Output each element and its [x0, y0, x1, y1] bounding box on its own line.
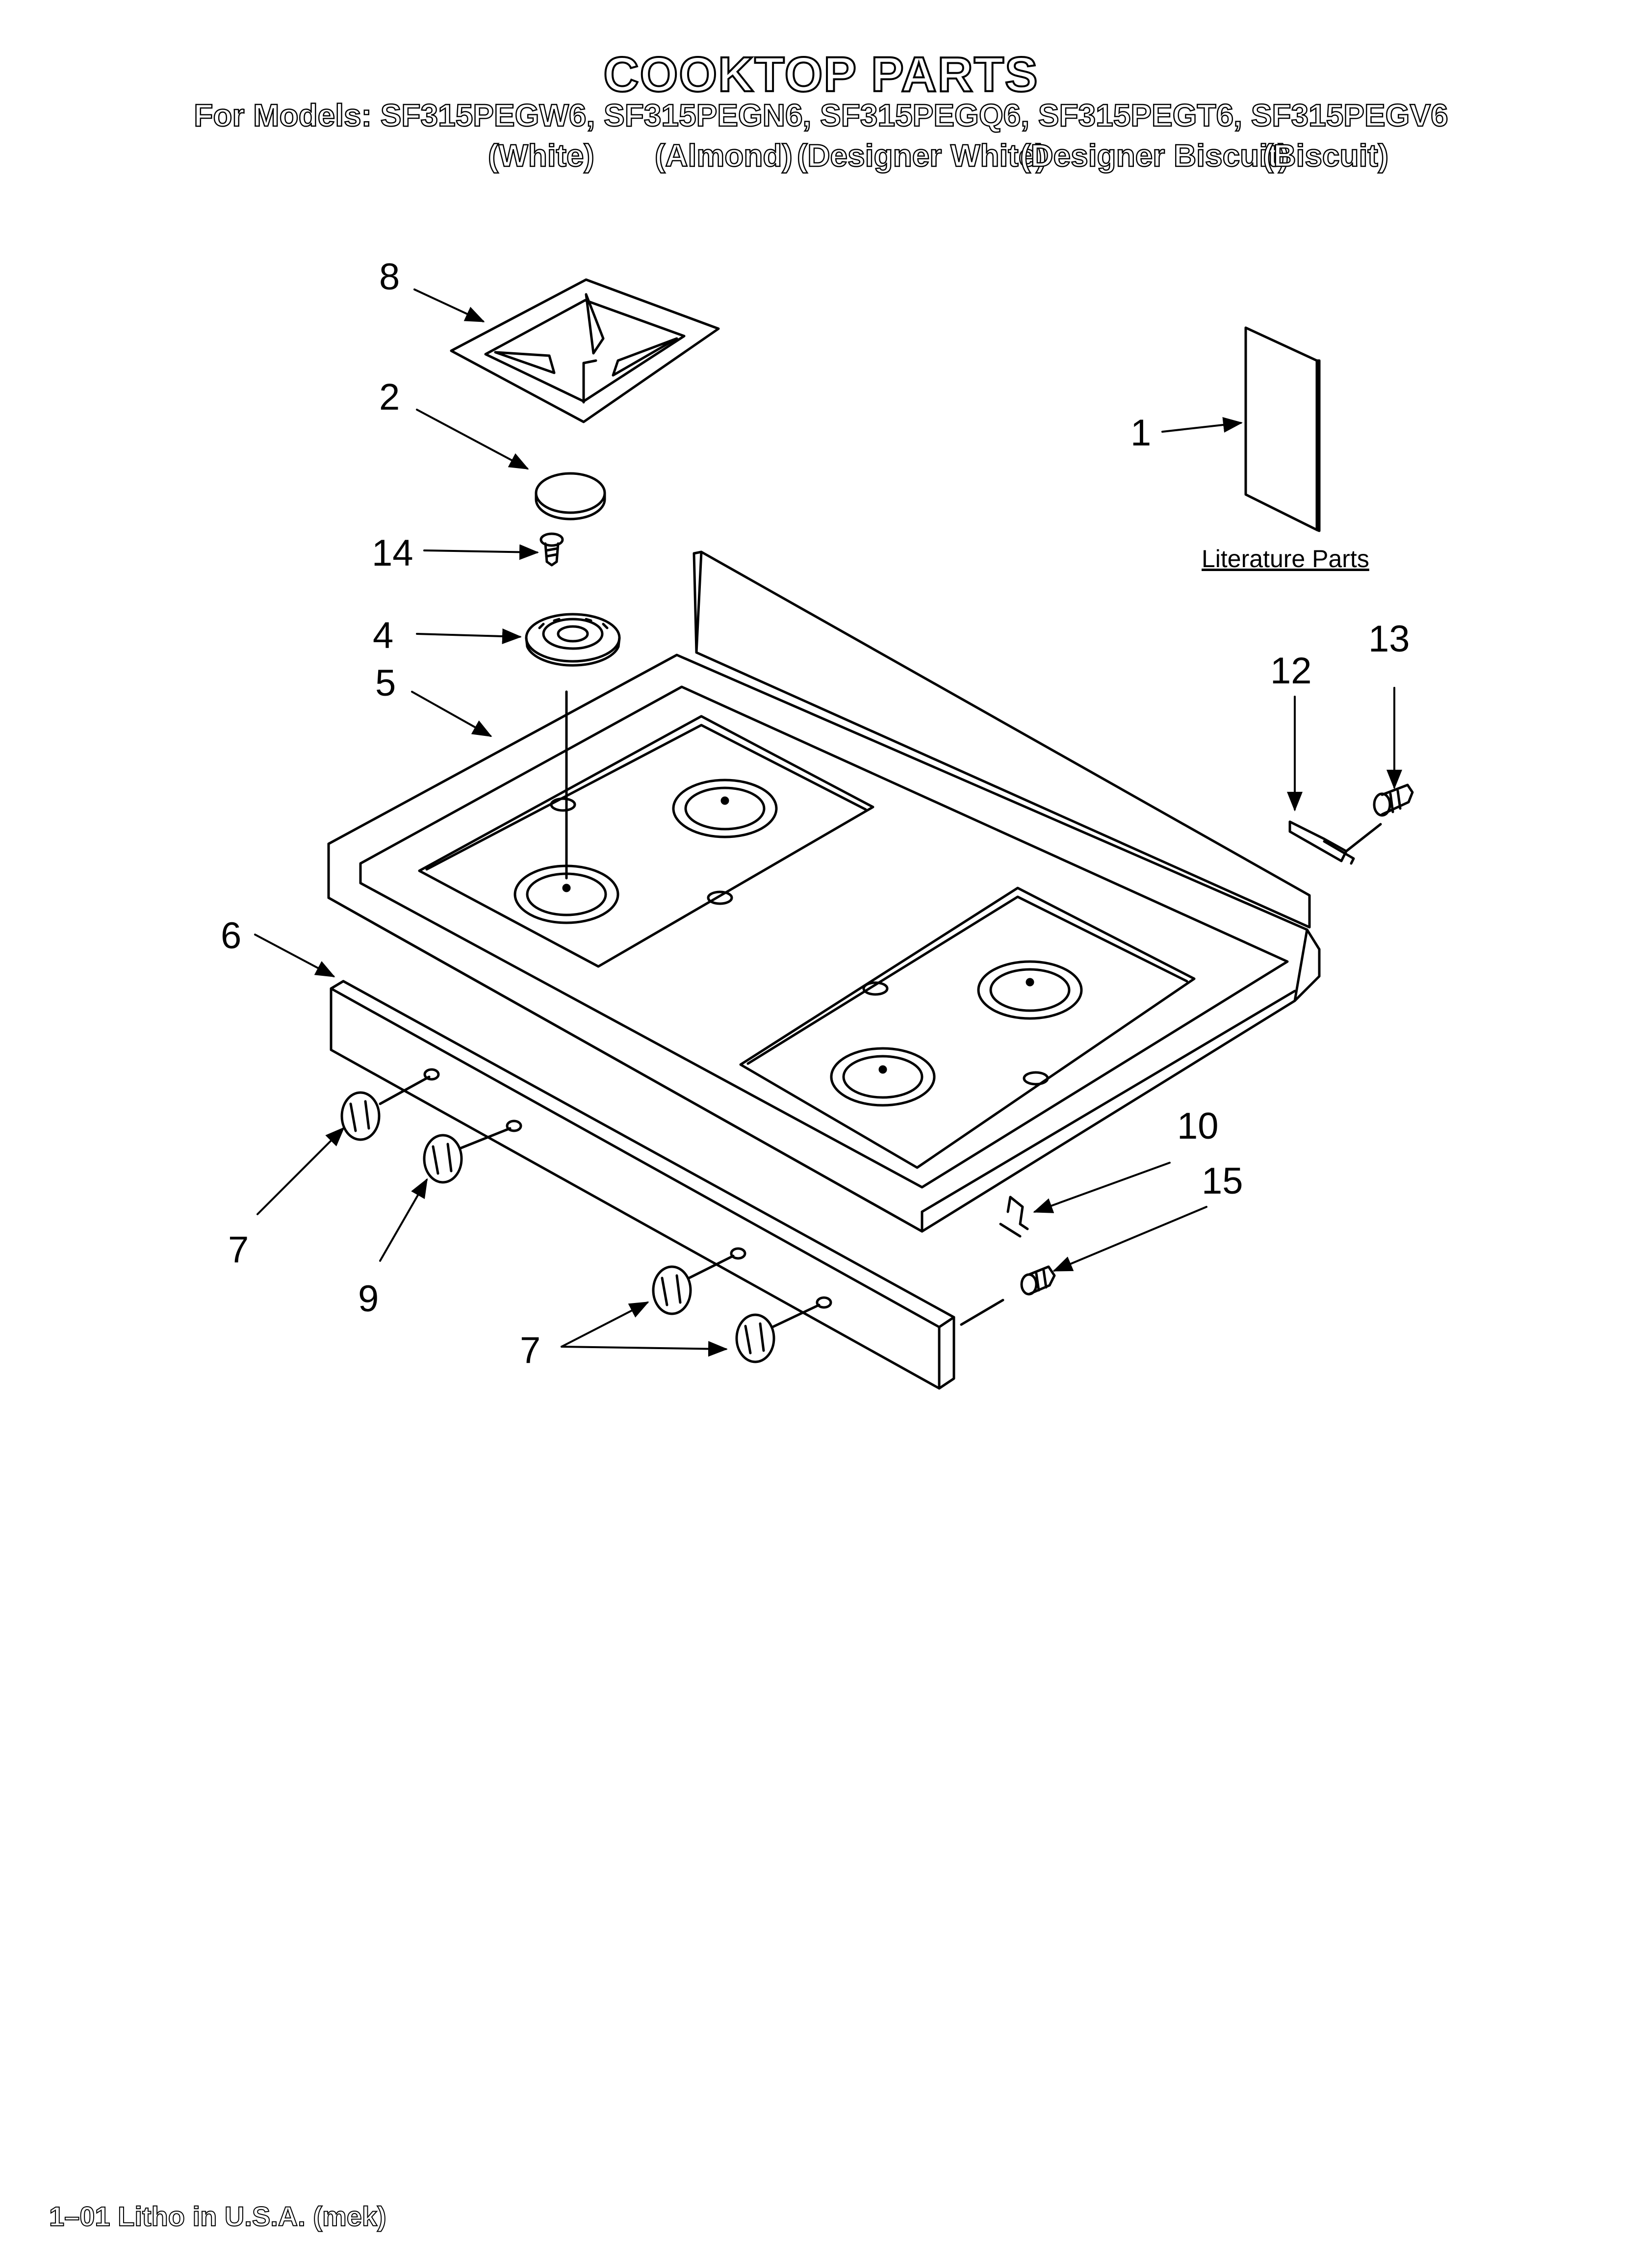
- panel-screw: [1020, 1265, 1056, 1296]
- callout-6: 6: [221, 915, 242, 957]
- knob: [423, 1134, 463, 1184]
- callout-14: 14: [372, 532, 413, 574]
- callout-8: 8: [379, 256, 400, 298]
- callout-4: 4: [373, 615, 394, 656]
- screw-alignment-line: [960, 1299, 1004, 1326]
- cooktop-main-top: [327, 550, 1321, 1233]
- burner-screw: [539, 532, 564, 567]
- callout-13: 13: [1368, 618, 1410, 660]
- knob: [735, 1313, 775, 1363]
- callout-1: 1: [1130, 412, 1152, 454]
- color-designer-white: (Designer White): [796, 137, 1047, 174]
- page-title: COOKTOP PARTS: [602, 46, 1039, 103]
- burner-cap: [535, 472, 606, 521]
- control-panel: [330, 980, 955, 1390]
- color-almond: (Almond): [654, 137, 793, 174]
- callout-12: 12: [1270, 650, 1312, 692]
- literature-parts-label: Literature Parts: [1202, 545, 1369, 573]
- callout-7: 7: [520, 1330, 541, 1371]
- color-biscuit: (Biscuit): [1262, 137, 1389, 174]
- bracket: [1288, 820, 1382, 865]
- burner-grate: [450, 278, 720, 423]
- callout-2: 2: [379, 376, 400, 418]
- callout-5: 5: [375, 662, 396, 704]
- panel-clip: [999, 1196, 1029, 1238]
- literature-booklet: [1244, 326, 1321, 532]
- callout-9: 9: [358, 1278, 379, 1320]
- callout-10: 10: [1177, 1105, 1219, 1147]
- knob: [652, 1265, 692, 1315]
- bracket-screw: [1373, 783, 1414, 817]
- print-info-footer: 1–01 Litho in U.S.A. (mek): [49, 2200, 387, 2232]
- leader-arrows: [254, 288, 1402, 1357]
- model-list: For Models: SF315PEGW6, SF315PEGN6, SF31…: [193, 97, 1449, 134]
- callout-15: 15: [1202, 1160, 1243, 1202]
- color-designer-biscuit: (Designer Biscuit): [1020, 137, 1289, 174]
- callout-7: 7: [228, 1229, 249, 1271]
- burner-base: [525, 613, 621, 667]
- color-white: (White): [487, 137, 595, 174]
- knob: [340, 1091, 381, 1141]
